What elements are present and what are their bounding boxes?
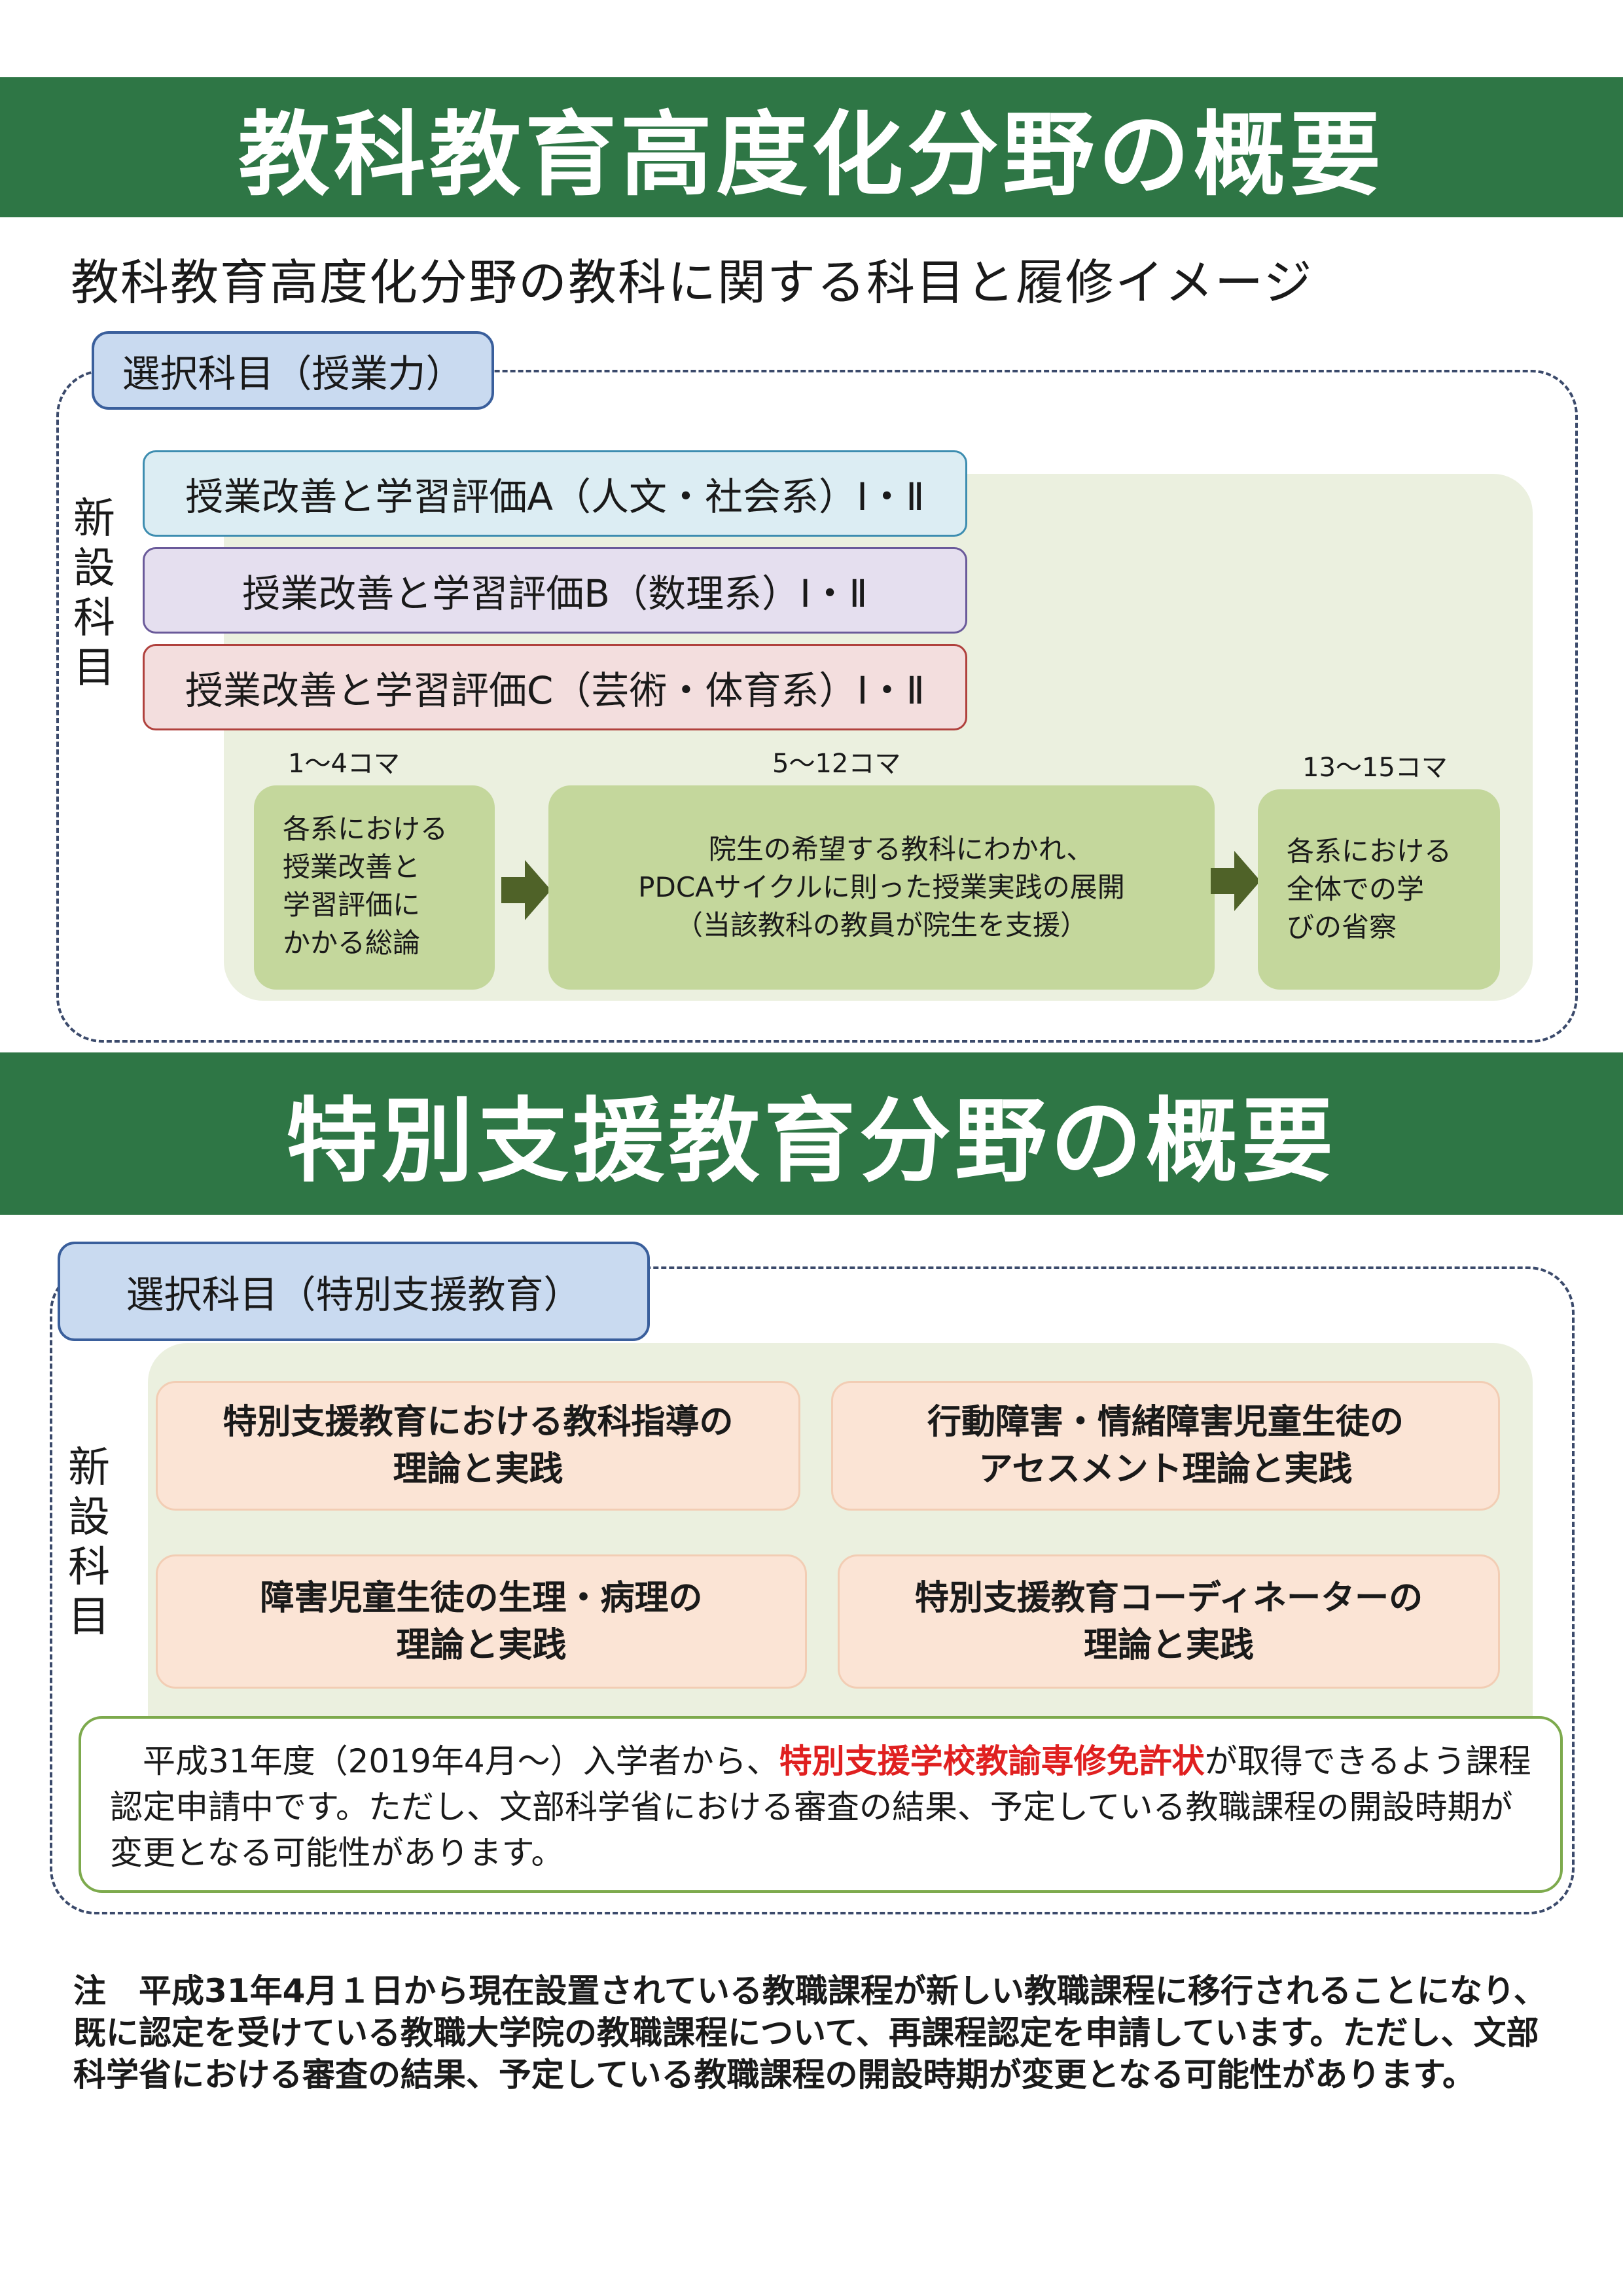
stage2-box: 院生の希望する教科にわかれ、 PDCAサイクルに則った授業実践の展開 （当該教科… xyxy=(548,785,1215,990)
subject-c: 授業改善と学習評価C（芸術・体育系）Ⅰ・Ⅱ xyxy=(143,644,967,730)
special-subject-2: 行動障害・情緒障害児童生徒の アセスメント理論と実践 xyxy=(831,1381,1500,1511)
stage1-koma: 1～4コマ xyxy=(288,749,400,779)
special-subject-1: 特別支援教育における教科指導の 理論と実践 xyxy=(156,1381,800,1511)
section1-tab-label: 選択科目（授業力） xyxy=(92,331,494,410)
section1-title: 教科教育高度化分野の概要 xyxy=(0,77,1623,217)
arrow-right-icon xyxy=(1211,851,1260,911)
stage3-box: 各系における 全体での学 びの省察 xyxy=(1258,789,1500,990)
license-notice: 平成31年度（2019年4月～）入学者から、特別支援学校教諭専修免許状が取得でき… xyxy=(79,1716,1563,1893)
stage1-box: 各系における 授業改善と 学習評価に かかる総論 xyxy=(254,785,495,990)
stage3-koma: 13～15コマ xyxy=(1302,753,1448,783)
special-subject-4: 特別支援教育コーディネーターの 理論と実践 xyxy=(838,1554,1500,1689)
section2-vertical-label: 新 設 科 目 xyxy=(68,1444,110,1641)
subject-b: 授業改善と学習評価B（数理系）Ⅰ・Ⅱ xyxy=(143,547,967,634)
section1-subtitle: 教科教育高度化分野の教科に関する科目と履修イメージ xyxy=(71,255,1313,311)
section2-dashed-frame xyxy=(50,1266,1575,1914)
section1-dashed-frame xyxy=(56,370,1578,1043)
subject-a: 授業改善と学習評価A（人文・社会系）Ⅰ・Ⅱ xyxy=(143,450,967,537)
arrow-right-icon xyxy=(501,860,551,920)
footnote: 注 平成31年4月１日から現在設置されている教職課程が新しい教職課程に移行される… xyxy=(73,1972,1546,2094)
section1-vertical-label: 新 設 科 目 xyxy=(73,495,115,692)
license-highlight: 特別支援学校教諭専修免許状 xyxy=(779,1742,1205,1780)
stage2-koma: 5～12コマ xyxy=(772,749,901,779)
special-subject-3: 障害児童生徒の生理・病理の 理論と実践 xyxy=(156,1554,807,1689)
section2-title: 特別支援教育分野の概要 xyxy=(0,1052,1623,1215)
section2-tab-label: 選択科目（特別支援教育） xyxy=(58,1242,650,1341)
